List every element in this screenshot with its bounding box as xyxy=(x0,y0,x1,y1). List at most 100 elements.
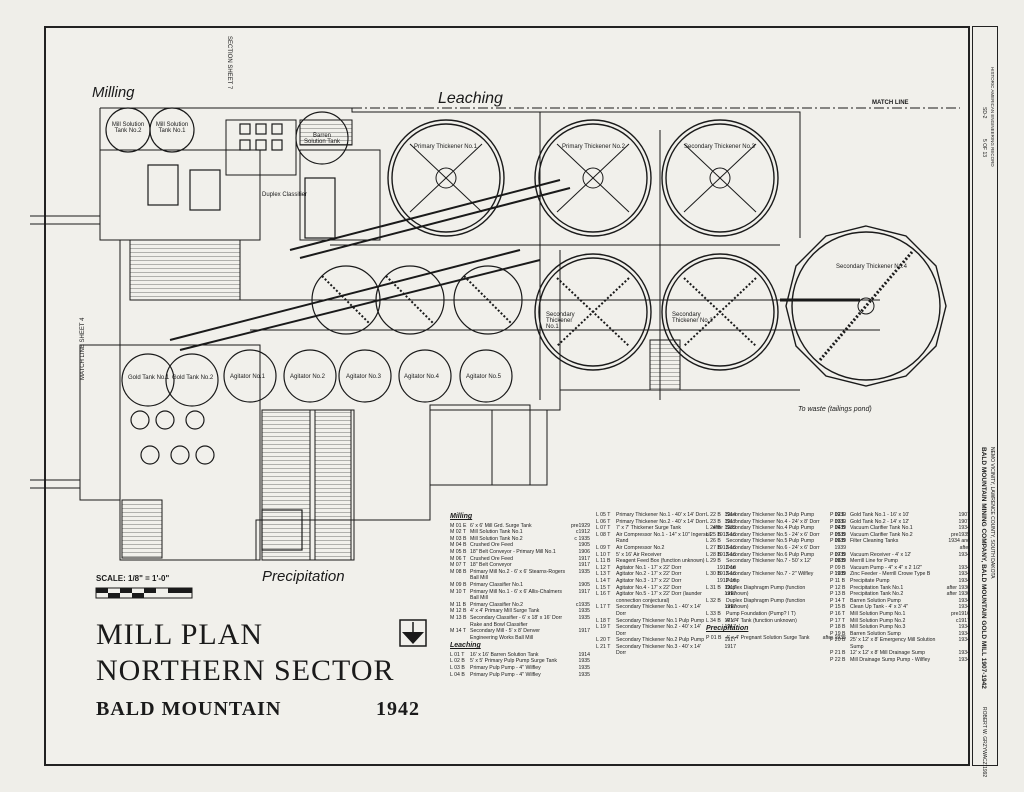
legend-desc: 4' x 4' Tank (function unknown) xyxy=(726,617,797,624)
legend-year: 1917 xyxy=(578,562,590,569)
legend-desc: 4' x 4' Pregnant Solution Surge Tank xyxy=(726,634,810,641)
legend-year: c1935 xyxy=(575,601,590,608)
legend-id: P 19 B xyxy=(830,630,846,637)
label-agitator-5: Agitator No.5 xyxy=(466,374,502,380)
title-block: BALD MOUNTAIN MINING COMPANY, BALD MOUNT… xyxy=(972,26,998,777)
legend-id: L 07 T xyxy=(596,525,611,532)
legend-desc: 5' x 5' Primary Pulp Pump Surge Tank xyxy=(470,658,557,665)
label-duplex-classifier: Duplex Classifier xyxy=(262,192,308,198)
legend-desc: Precipitation Tank No.2 xyxy=(850,591,904,598)
legend-year: 1934 xyxy=(958,630,970,637)
label-secondary-1: Secondary Thickener No.1 xyxy=(546,312,575,330)
legend-id: L 20 T xyxy=(596,637,611,644)
legend-desc: Secondary Thickener No.2 - 40' x 14' Dor… xyxy=(616,624,701,637)
legend-year: 1939 xyxy=(834,512,846,518)
legend-id: M 04 B xyxy=(450,542,467,549)
legend-year: 1914 xyxy=(724,512,736,518)
legend-id: L 19 T xyxy=(596,624,611,631)
legend-desc: Agitator No.1 - 17' x 22' Dorr xyxy=(616,564,682,571)
legend-id: L 27 B xyxy=(706,544,721,551)
legend-desc: Barren Solution Sump xyxy=(850,630,901,637)
legend-desc: Agitator No.4 - 17' x 22' Dorr xyxy=(616,584,682,591)
title-line3: BALD MOUNTAIN xyxy=(96,698,282,720)
legend-desc: Mill Solution Pump No.2 xyxy=(850,617,906,624)
legend-year: 1917 xyxy=(578,555,590,562)
legend-desc: Secondary Thickener No.3 Pulp Pump xyxy=(726,512,815,518)
legend-year: 1939 xyxy=(834,538,846,545)
legend-id: L 15 T xyxy=(596,584,611,591)
legend-year: 1906 xyxy=(578,548,590,555)
legend-year: pre1929 xyxy=(570,522,590,529)
legend-desc: Secondary Thickener No.5 - 24' x 6' Dorr xyxy=(726,531,820,538)
legend-id: M 10 T xyxy=(450,588,467,595)
tb-location: NEMO VICINITY, LAWRENCE COUNTY, SOUTH DA… xyxy=(989,447,995,579)
legend-year: 1912-16 xyxy=(716,571,736,578)
legend-id: M 14 T xyxy=(450,628,467,635)
legend-desc: Barren Solution Pump xyxy=(850,597,901,604)
legend-desc: 5' x 16' Air Receiver xyxy=(616,551,662,558)
legend-year: 1917 xyxy=(578,588,590,595)
legend-leaching-heading: Leaching xyxy=(450,642,481,650)
legend-id: L 05 T xyxy=(596,512,611,518)
legend-id: L 31 B xyxy=(706,584,721,591)
title-line1: MILL PLAN xyxy=(96,618,264,651)
legend-year: pre1935 xyxy=(950,531,970,538)
legend-year: 1917 xyxy=(724,591,736,598)
legend-desc: Vacuum Clarifier Tank No.2 xyxy=(850,531,913,538)
legend-id: M 11 B xyxy=(450,601,467,608)
legend-row: P 19 B Barren Solution Sump 1934 xyxy=(830,630,970,638)
legend-id: M 01 E xyxy=(450,522,467,529)
legend-desc: Gold Tank No.1 - 16' x 10' xyxy=(850,512,910,518)
legend-desc: Secondary Thickener No.1 Pulp Pump xyxy=(616,617,705,624)
tb-project: BALD MOUNTAIN MINING COMPANY, BALD MOUNT… xyxy=(980,447,987,689)
legend-year: 1912-16 xyxy=(716,531,736,538)
legend-year: 1939 xyxy=(834,571,846,578)
legend-year: 1934 xyxy=(958,650,970,657)
legend-year: 1935 xyxy=(578,568,590,575)
tb-sheet: 5 OF 13 xyxy=(981,139,987,158)
legend-id: P 03 E xyxy=(830,518,846,525)
legend-year: 1917 xyxy=(724,584,736,591)
legend-desc: Vacuum Pump - 4" x 4" x 2 1/2" xyxy=(850,564,923,571)
legend-desc: Primary Mill No.1 - 6' x 6' Allis-Chalme… xyxy=(470,588,562,602)
legend-id: P 18 B xyxy=(830,624,846,631)
legend-id: L 09 T xyxy=(596,544,611,551)
legend-desc: 16' x 16' Barren Solution Tank xyxy=(470,651,539,658)
legend-id: P 05 B xyxy=(830,531,846,538)
legend-desc: 18" Belt Conveyor - Primary Mill No.1 xyxy=(470,548,556,555)
legend-id: P 16 T xyxy=(830,610,846,617)
legend-desc: Primary Mill No.2 - 6' x 6' Stearns-Roge… xyxy=(470,568,566,582)
legend-id: L 24 B xyxy=(706,525,721,532)
legend-desc: Primary Classifier No.1 xyxy=(470,581,524,588)
legend-year: 1934 xyxy=(958,657,970,664)
drawing-sheet xyxy=(44,26,970,766)
legend-year: pre1916 xyxy=(950,610,970,617)
legend-id: L 06 T xyxy=(596,518,611,525)
legend-year: 1917 xyxy=(724,518,736,525)
scale-label: SCALE: xyxy=(96,574,126,583)
legend-year: c1912 xyxy=(575,529,590,536)
legend-year: 1905 xyxy=(578,581,590,588)
scale-bar xyxy=(95,587,193,599)
label-primary-2: Primary Thickener No.2 xyxy=(562,144,625,150)
